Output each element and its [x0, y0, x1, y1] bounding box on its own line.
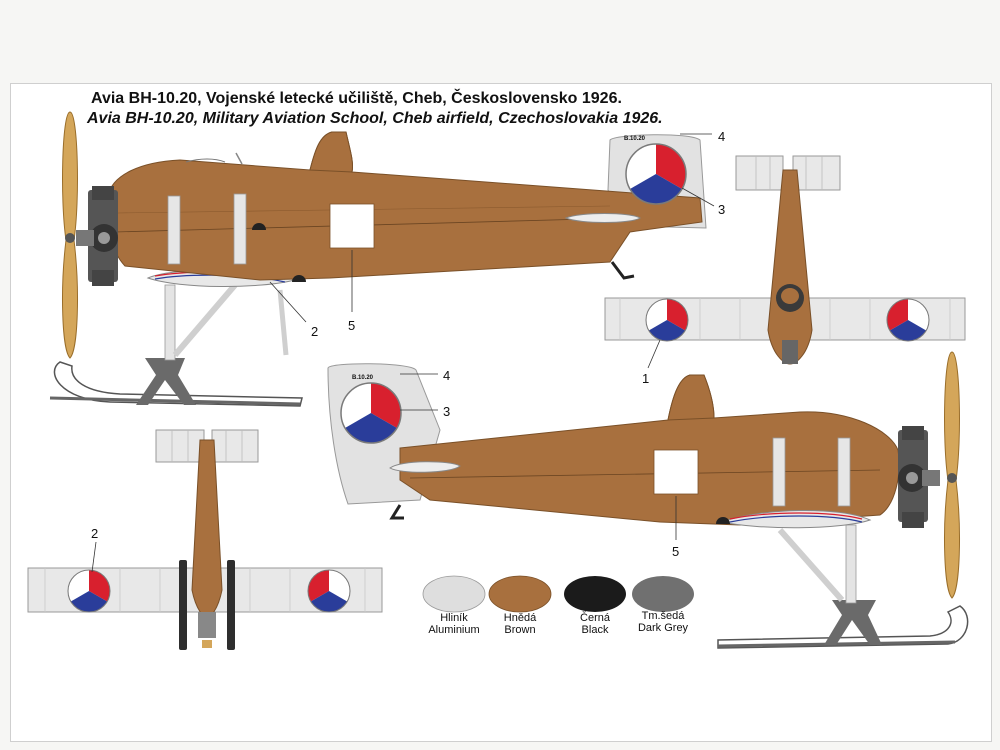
- callout-2-lower: 2: [91, 526, 98, 541]
- callout-lines: [91, 133, 715, 573]
- swatch-aluminium: [422, 575, 486, 613]
- callout-1: 1: [642, 371, 649, 386]
- swatch-brown-en: Brown: [504, 624, 536, 636]
- swatch-label-aluminium: Hliník Aluminium: [409, 612, 499, 636]
- registration-tail-left: B.10.20: [624, 136, 646, 142]
- swatch-label-dark-grey: Tm.šedá Dark Grey: [618, 610, 708, 634]
- roundel-upper-wing-left: [645, 298, 689, 342]
- id-square-left: [329, 203, 375, 249]
- roundel-lower-wing-right: [307, 569, 351, 613]
- swatch-aluminium-cz: Hliník: [440, 612, 468, 624]
- side-view-right: B.10.20: [327, 351, 969, 649]
- swatch-label-black: Černá Black: [550, 612, 640, 636]
- side-view-left: B.10.20: [49, 111, 707, 407]
- swatch-aluminium-en: Aluminium: [428, 624, 480, 636]
- callout-5-lower: 5: [672, 544, 679, 559]
- callout-5-upper: 5: [348, 318, 355, 333]
- ski-left: [49, 283, 303, 407]
- swatch-black-cz: Černá: [580, 612, 610, 624]
- swatch-brown: [488, 575, 552, 613]
- swatch-dark-grey: [632, 576, 694, 612]
- callout-2-upper: 2: [311, 324, 318, 339]
- color-swatches: [422, 575, 694, 613]
- title-czech: Avia BH-10.20, Vojenské letecké učiliště…: [91, 90, 622, 107]
- roundel-upper-wing-right: [886, 298, 930, 342]
- callout-3-upper: 3: [718, 202, 725, 217]
- swatch-dark-grey-en: Dark Grey: [637, 622, 689, 634]
- roundel-lower-wing-left: [67, 569, 111, 613]
- callout-3-lower: 3: [443, 404, 450, 419]
- swatch-black-en: Black: [581, 624, 609, 636]
- title-english: Avia BH-10.20, Military Aviation School,…: [87, 110, 663, 127]
- swatch-brown-cz: Hnědá: [503, 612, 537, 624]
- bottom-view-lower: [27, 429, 383, 650]
- registration-tail-right: B.10.20: [352, 375, 374, 381]
- callout-labels: 4 3 2 5 1 4 3 5 2: [91, 129, 725, 559]
- swatch-black: [564, 576, 626, 612]
- swatch-dark-grey-cz: Tm.šedá: [641, 610, 685, 622]
- id-square-right: [653, 449, 699, 495]
- callout-4-lower: 4: [443, 368, 450, 383]
- roundel-tail-left: [625, 143, 687, 205]
- swatch-label-brown: Hnědá Brown: [475, 612, 565, 636]
- engine-right: [898, 426, 940, 528]
- roundel-tail-right: [340, 382, 402, 444]
- callout-4-upper: 4: [718, 129, 725, 144]
- top-view-upper: [604, 155, 966, 365]
- engine-left: [76, 186, 118, 286]
- ski-right: [717, 524, 969, 649]
